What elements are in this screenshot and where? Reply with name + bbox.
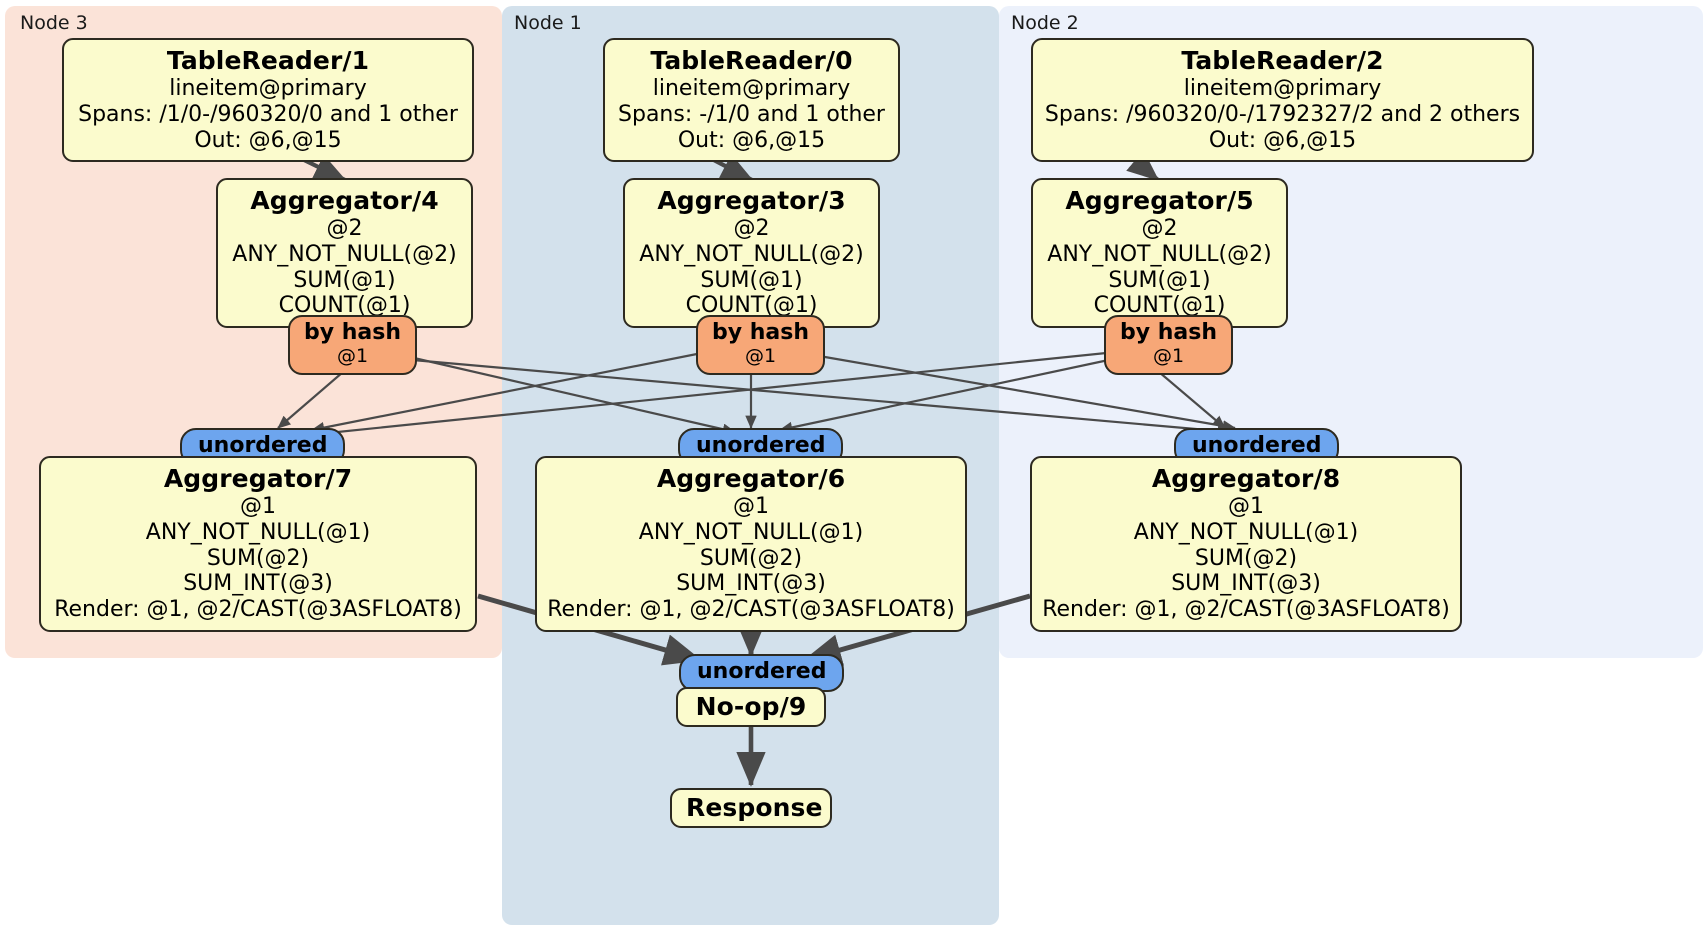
processor-response[interactable]: Response — [670, 788, 832, 829]
processor-detail: Out: @6,@15 — [677, 127, 826, 153]
processor-title: Response — [686, 793, 823, 822]
processor-detail: @2 — [326, 216, 363, 242]
processor-detail: lineitem@primary — [169, 76, 367, 102]
processor-detail: SUM(@1) — [293, 267, 396, 293]
processor-title: TableReader/1 — [166, 46, 370, 75]
processor-detail: SUM_INT(@3) — [676, 571, 826, 597]
router-column: @1 — [1152, 344, 1185, 367]
processor-detail: Render: @1, @2/CAST(@3ASFLOAT8) — [54, 597, 462, 623]
processor-detail: SUM(@1) — [700, 267, 803, 293]
processor-detail: SUM(@2) — [1194, 545, 1298, 571]
panel-node-2-label: Node 2 — [1011, 12, 1079, 34]
synchronizer-label: unordered — [697, 659, 827, 684]
input-synchronizer-unordered-final[interactable]: unordered — [679, 654, 845, 692]
processor-aggregator-4[interactable]: Aggregator/4 @2 ANY_NOT_NULL(@2) SUM(@1)… — [216, 178, 473, 329]
processor-detail: ANY_NOT_NULL(@1) — [1133, 519, 1359, 545]
processor-detail: SUM(@2) — [206, 545, 310, 571]
output-router-by-hash-right[interactable]: by hash @1 — [1104, 315, 1234, 375]
synchronizer-label: unordered — [696, 433, 826, 458]
processor-detail: @2 — [1141, 216, 1178, 242]
processor-detail: SUM_INT(@3) — [183, 571, 333, 597]
processor-detail: COUNT(@1) — [278, 293, 411, 319]
processor-detail: SUM_INT(@3) — [1171, 571, 1321, 597]
processor-detail: Render: @1, @2/CAST(@3ASFLOAT8) — [1042, 597, 1450, 623]
processor-detail: lineitem@primary — [1183, 76, 1382, 102]
output-router-by-hash-center[interactable]: by hash @1 — [696, 315, 826, 375]
processor-detail: ANY_NOT_NULL(@2) — [232, 241, 457, 267]
processor-title: Aggregator/5 — [1065, 186, 1254, 215]
processor-title: TableReader/0 — [650, 46, 853, 75]
processor-detail: SUM(@1) — [1108, 267, 1211, 293]
processor-detail: SUM(@2) — [699, 545, 803, 571]
processor-table-reader-1[interactable]: TableReader/1 lineitem@primary Spans: /1… — [62, 38, 474, 163]
panel-node-3-label: Node 3 — [20, 12, 88, 34]
processor-title: Aggregator/7 — [163, 464, 353, 493]
processor-detail: ANY_NOT_NULL(@2) — [1047, 241, 1272, 267]
processor-detail: @1 — [1228, 494, 1264, 520]
processor-detail: COUNT(@1) — [1093, 293, 1226, 319]
processor-title: TableReader/2 — [1181, 46, 1384, 75]
processor-table-reader-2[interactable]: TableReader/2 lineitem@primary Spans: /9… — [1031, 38, 1534, 163]
processor-detail: @2 — [733, 216, 770, 242]
processor-aggregator-8[interactable]: Aggregator/8 @1 ANY_NOT_NULL(@1) SUM(@2)… — [1030, 456, 1462, 632]
processor-title: Aggregator/6 — [656, 464, 846, 493]
processor-title: Aggregator/3 — [657, 186, 846, 215]
synchronizer-label: unordered — [1192, 433, 1322, 458]
processor-detail: ANY_NOT_NULL(@1) — [145, 519, 371, 545]
processor-detail: ANY_NOT_NULL(@1) — [638, 519, 864, 545]
router-label: by hash — [304, 320, 402, 345]
processor-detail: Render: @1, @2/CAST(@3ASFLOAT8) — [547, 597, 955, 623]
router-column: @1 — [744, 344, 777, 367]
processor-detail: Out: @6,@15 — [194, 127, 342, 153]
processor-detail: @1 — [240, 494, 276, 520]
processor-aggregator-7[interactable]: Aggregator/7 @1 ANY_NOT_NULL(@1) SUM(@2)… — [39, 456, 477, 632]
processor-title: No-op/9 — [695, 692, 807, 721]
router-label: by hash — [712, 320, 810, 345]
processor-detail: Spans: /960320/0-/1792327/2 and 2 others — [1044, 101, 1521, 127]
processor-detail: ANY_NOT_NULL(@2) — [639, 241, 864, 267]
router-column: @1 — [336, 344, 369, 367]
processor-detail: lineitem@primary — [652, 76, 851, 102]
processor-aggregator-6[interactable]: Aggregator/6 @1 ANY_NOT_NULL(@1) SUM(@2)… — [535, 456, 967, 632]
processor-detail: Out: @6,@15 — [1208, 127, 1357, 153]
processor-detail: @1 — [733, 494, 769, 520]
synchronizer-label: unordered — [198, 433, 328, 458]
processor-table-reader-0[interactable]: TableReader/0 lineitem@primary Spans: -/… — [603, 38, 900, 163]
processor-detail: COUNT(@1) — [685, 293, 818, 319]
processor-aggregator-5[interactable]: Aggregator/5 @2 ANY_NOT_NULL(@2) SUM(@1)… — [1031, 178, 1288, 329]
processor-detail: Spans: -/1/0 and 1 other — [618, 101, 885, 127]
processor-detail: Spans: /1/0-/960320/0 and 1 other — [78, 101, 458, 127]
output-router-by-hash-left[interactable]: by hash @1 — [288, 315, 418, 375]
processor-no-op-9[interactable]: No-op/9 — [676, 687, 826, 728]
processor-title: Aggregator/4 — [250, 186, 439, 215]
panel-node-1-label: Node 1 — [514, 12, 582, 34]
processor-title: Aggregator/8 — [1151, 464, 1341, 493]
router-label: by hash — [1120, 320, 1218, 345]
processor-aggregator-3[interactable]: Aggregator/3 @2 ANY_NOT_NULL(@2) SUM(@1)… — [623, 178, 880, 329]
